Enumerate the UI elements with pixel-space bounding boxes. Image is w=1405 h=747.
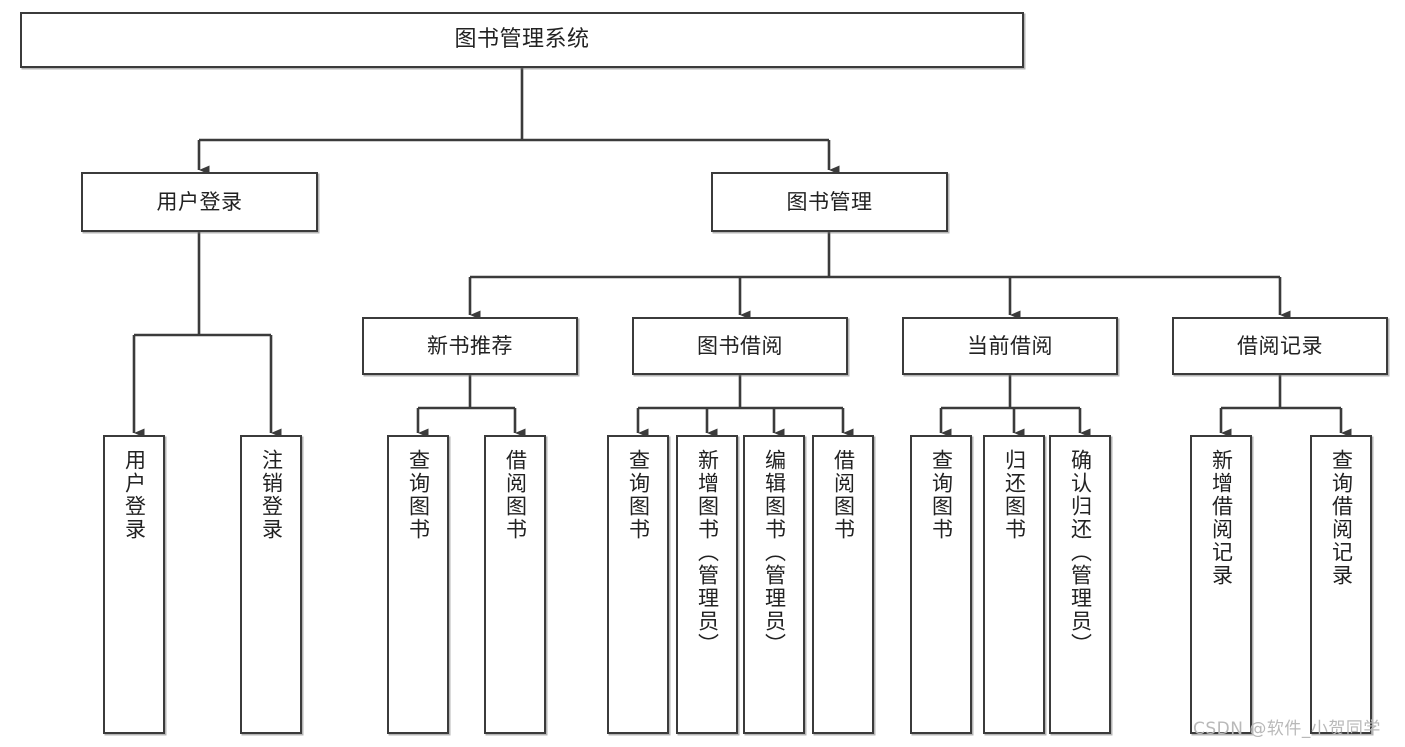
- csdn-watermark: CSDN @软件_小贺同学: [1193, 719, 1381, 739]
- leaf-node-label: 查询借阅记录: [1329, 449, 1354, 587]
- leaf-node[interactable]: 归还图书: [983, 435, 1045, 734]
- leaf-node[interactable]: 查询图书: [387, 435, 449, 734]
- root-node[interactable]: 图书管理系统: [20, 12, 1024, 68]
- leaf-node-label: 确认归还（管理员）: [1068, 449, 1093, 656]
- leaf-node[interactable]: 查询借阅记录: [1310, 435, 1372, 734]
- module-node-label: 用户登录: [156, 189, 243, 214]
- leaf-node[interactable]: 查询图书: [607, 435, 669, 734]
- leaf-node[interactable]: 新增借阅记录: [1190, 435, 1252, 734]
- leaf-node[interactable]: 查询图书: [910, 435, 972, 734]
- submodule-node-label: 新书推荐: [427, 333, 513, 358]
- leaf-node[interactable]: 新增图书（管理员）: [676, 435, 738, 734]
- leaf-node[interactable]: 确认归还（管理员）: [1049, 435, 1111, 734]
- leaf-node[interactable]: 注销登录: [240, 435, 302, 734]
- leaf-node-label: 查询图书: [929, 449, 954, 541]
- root-node-label: 图书管理系统: [454, 27, 590, 53]
- submodule-node[interactable]: 借阅记录: [1172, 317, 1388, 375]
- leaf-node-label: 新增借阅记录: [1209, 449, 1234, 587]
- leaf-node-label: 注销登录: [259, 449, 284, 541]
- leaf-node-label: 查询图书: [626, 449, 651, 541]
- leaf-node[interactable]: 借阅图书: [812, 435, 874, 734]
- leaf-node-label: 归还图书: [1002, 449, 1027, 541]
- leaf-node-label: 借阅图书: [503, 449, 528, 541]
- leaf-node-label: 新增图书（管理员）: [695, 449, 720, 656]
- module-node-label: 图书管理: [786, 189, 873, 214]
- submodule-node-label: 当前借阅: [967, 333, 1053, 358]
- leaf-node[interactable]: 借阅图书: [484, 435, 546, 734]
- module-node[interactable]: 图书管理: [711, 172, 948, 232]
- submodule-node[interactable]: 图书借阅: [632, 317, 848, 375]
- submodule-node[interactable]: 新书推荐: [362, 317, 578, 375]
- module-node[interactable]: 用户登录: [81, 172, 318, 232]
- submodule-node-label: 借阅记录: [1237, 333, 1323, 358]
- submodule-node[interactable]: 当前借阅: [902, 317, 1118, 375]
- leaf-node-label: 编辑图书（管理员）: [762, 449, 787, 656]
- leaf-node-label: 查询图书: [406, 449, 431, 541]
- leaf-node[interactable]: 编辑图书（管理员）: [743, 435, 805, 734]
- leaf-node[interactable]: 用户登录: [103, 435, 165, 734]
- submodule-node-label: 图书借阅: [697, 333, 783, 358]
- leaf-node-label: 用户登录: [122, 449, 147, 541]
- leaf-node-label: 借阅图书: [831, 449, 856, 541]
